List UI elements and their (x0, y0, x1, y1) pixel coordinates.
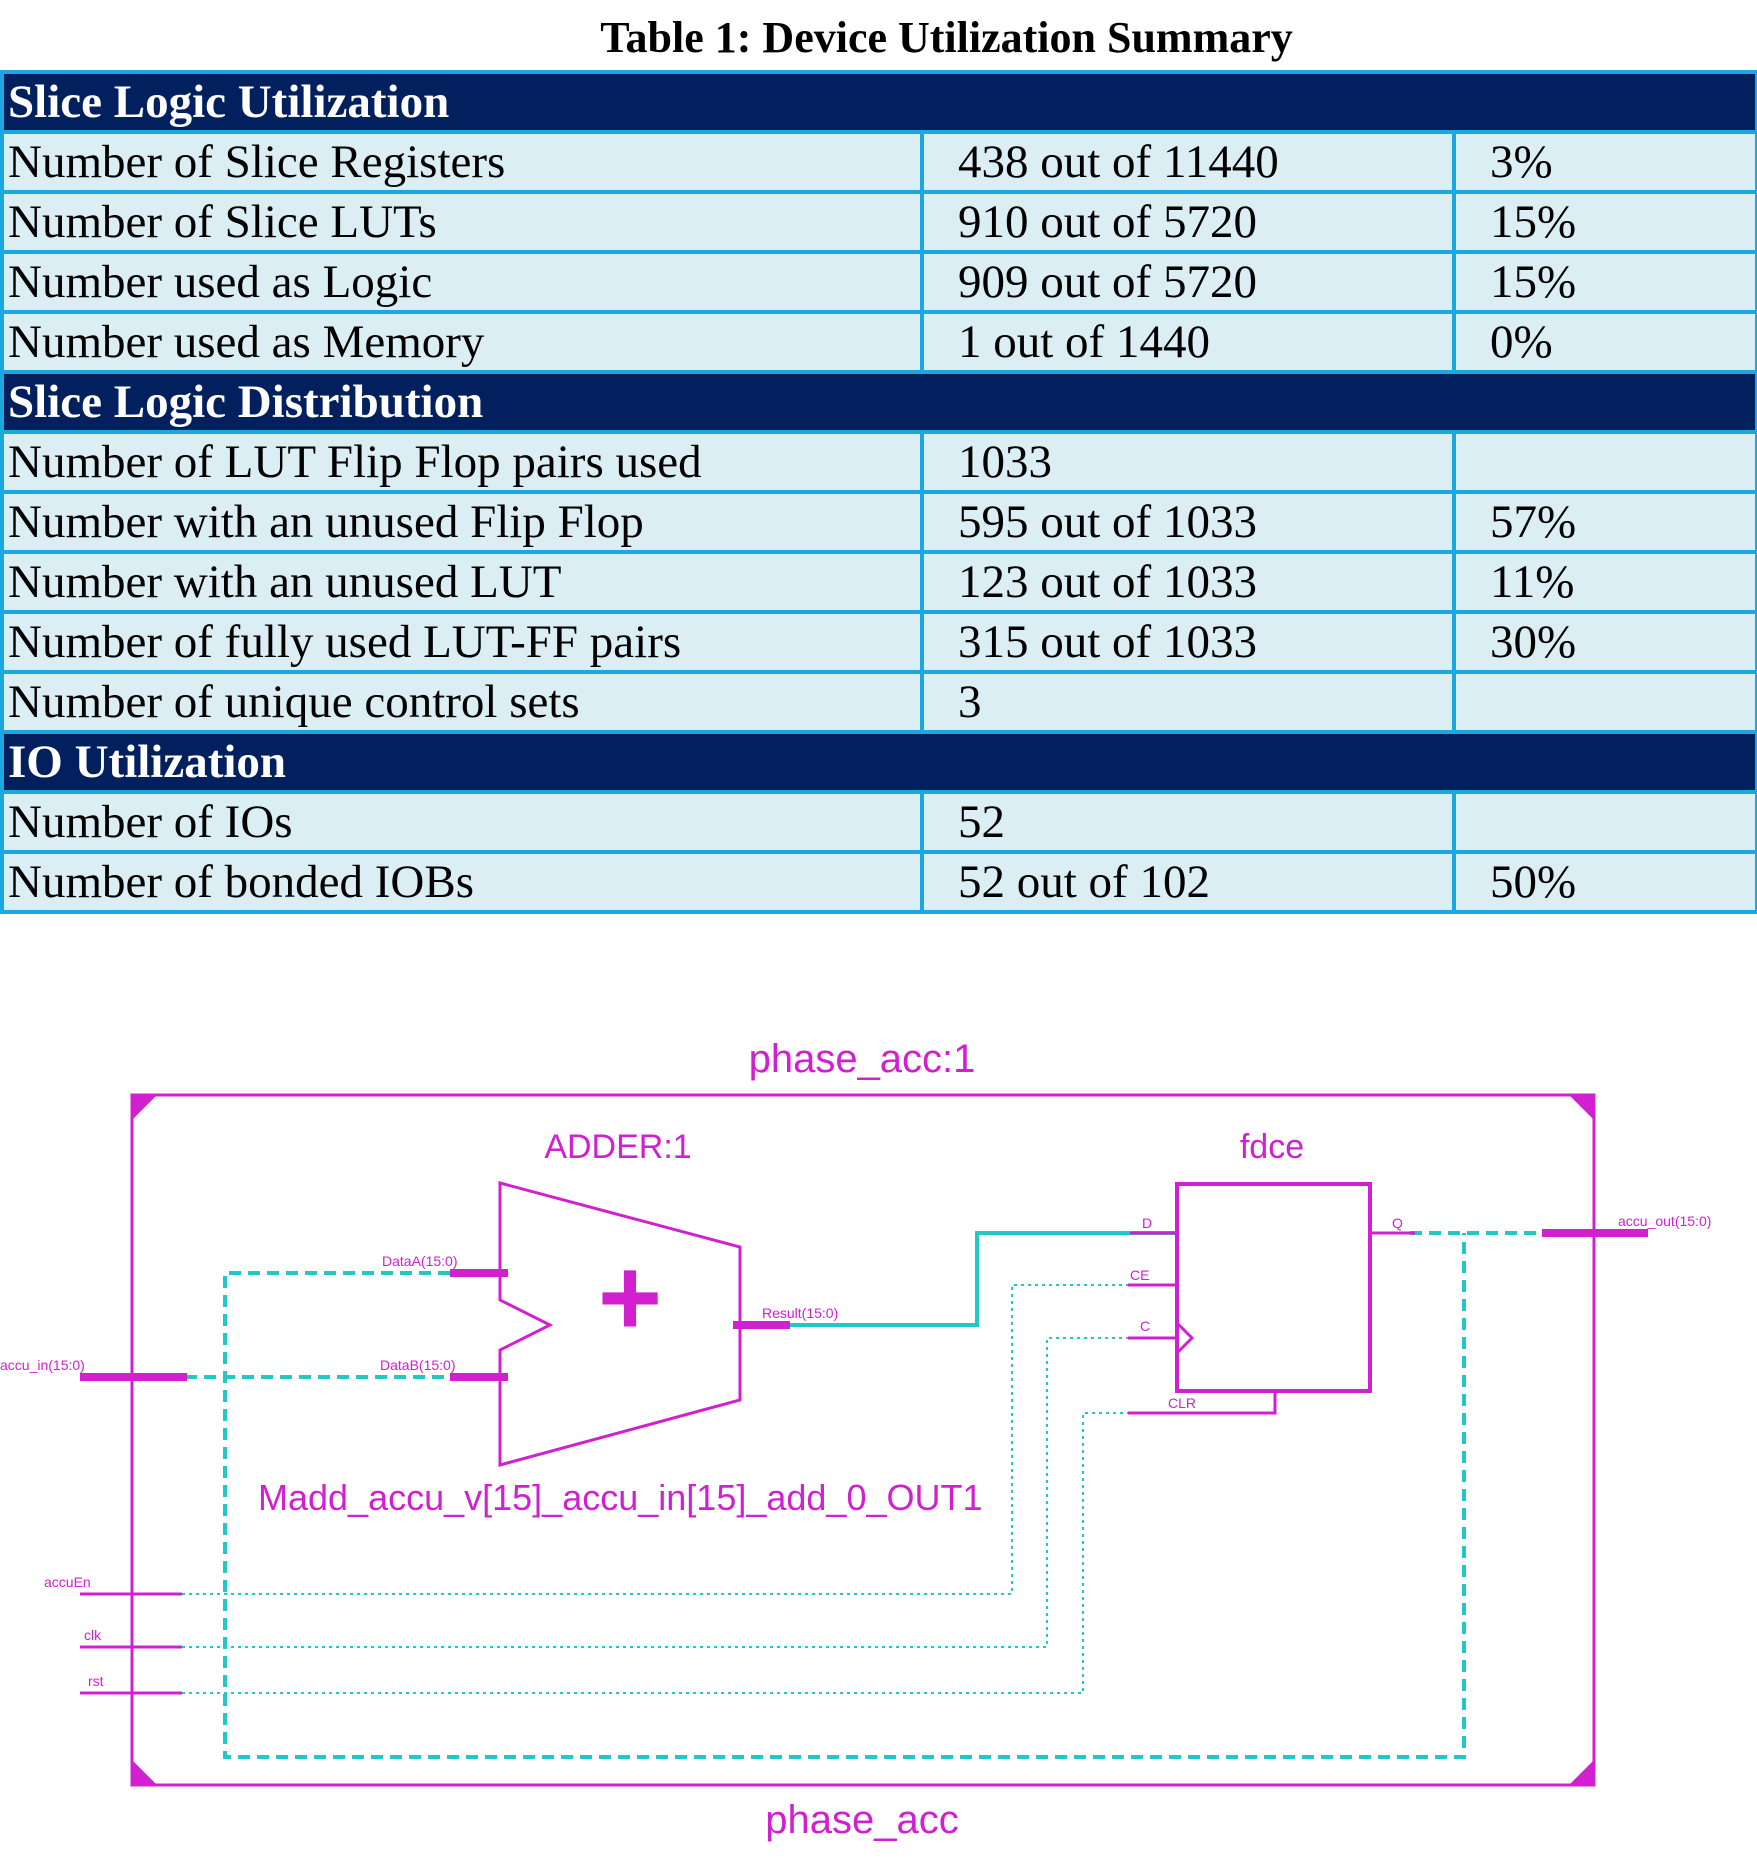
row-percent: 57% (1451, 490, 1757, 554)
ff-clr-label: CLR (1168, 1395, 1196, 1411)
utilization-table: Slice Logic Utilization Number of Slice … (0, 70, 1757, 914)
accu-out-label: accu_out(15:0) (1618, 1213, 1711, 1229)
row-value: 52 (920, 790, 1456, 854)
table-row: Number of IOs 52 (0, 790, 1757, 854)
row-percent: 0% (1451, 310, 1757, 374)
row-value: 123 out of 1033 (920, 550, 1456, 614)
row-label: Number of Slice LUTs (0, 190, 924, 254)
ff-ce-label: CE (1130, 1267, 1149, 1283)
table-row: Number of LUT Flip Flop pairs used 1033 (0, 430, 1757, 494)
row-label: Number of bonded IOBs (0, 850, 924, 914)
table-row: Number with an unused LUT 123 out of 103… (0, 550, 1757, 614)
ff-d-label: D (1142, 1215, 1152, 1231)
ff-c-label: C (1140, 1318, 1150, 1334)
row-value: 438 out of 11440 (920, 130, 1456, 194)
section-title: Slice Logic Distribution (0, 370, 1757, 434)
corner-marker (132, 1760, 157, 1785)
table-row: Number of fully used LUT-FF pairs 315 ou… (0, 610, 1757, 674)
section-title: Slice Logic Utilization (0, 70, 1757, 134)
row-value: 910 out of 5720 (920, 190, 1456, 254)
rst-label: rst (88, 1673, 104, 1689)
adder-port-a-label: DataA(15:0) (382, 1253, 457, 1269)
table-row: Number used as Logic 909 out of 5720 15% (0, 250, 1757, 314)
rst-net (182, 1412, 1128, 1694)
table-row: Number used as Memory 1 out of 1440 0% (0, 310, 1757, 374)
adder-block (498, 1181, 742, 1467)
accuen-label: accuEn (44, 1574, 91, 1590)
row-value: 1 out of 1440 (920, 310, 1456, 374)
table-row: Number of Slice Registers 438 out of 114… (0, 130, 1757, 194)
corner-marker (1569, 1095, 1594, 1120)
row-label: Number of fully used LUT-FF pairs (0, 610, 924, 674)
adder-result-label: Result(15:0) (762, 1305, 838, 1321)
corner-marker (1569, 1760, 1594, 1785)
row-label: Number with an unused LUT (0, 550, 924, 614)
row-label: Number of unique control sets (0, 670, 924, 734)
row-percent (1451, 670, 1757, 734)
row-value: 3 (920, 670, 1456, 734)
corner-marker (132, 1095, 157, 1120)
row-label: Number of IOs (0, 790, 924, 854)
ff-clock-marker (1175, 1321, 1195, 1355)
section-header-row: Slice Logic Distribution (0, 370, 1757, 434)
row-percent (1451, 790, 1757, 854)
ff-block (1175, 1182, 1372, 1393)
table-row: Number of bonded IOBs 52 out of 102 50% (0, 850, 1757, 914)
row-label: Number of LUT Flip Flop pairs used (0, 430, 924, 494)
row-value: 1033 (920, 430, 1456, 494)
row-percent: 50% (1451, 850, 1757, 914)
row-value: 315 out of 1033 (920, 610, 1456, 674)
phase-acc-schematic: phase_acc:1 phase_acc ADDER:1 + DataA(15… (0, 1037, 1711, 1842)
row-percent (1451, 430, 1757, 494)
section-title: IO Utilization (0, 730, 1757, 794)
table-row: Number of unique control sets 3 (0, 670, 1757, 734)
accuen-net (182, 1284, 1128, 1595)
ff-clr-pin (1128, 1389, 1277, 1415)
table-row: Number with an unused Flip Flop 595 out … (0, 490, 1757, 554)
adder-title: ADDER:1 (544, 1128, 691, 1166)
adder-port-b-label: DataB(15:0) (380, 1357, 455, 1373)
row-label: Number used as Memory (0, 310, 924, 374)
row-value: 909 out of 5720 (920, 250, 1456, 314)
section-header-row: IO Utilization (0, 730, 1757, 794)
row-label: Number used as Logic (0, 250, 924, 314)
module-name-label: phase_acc (765, 1798, 958, 1842)
clk-label: clk (84, 1627, 102, 1643)
row-percent: 15% (1451, 250, 1757, 314)
adder-instance-label: Madd_accu_v[15]_accu_in[15]_add_0_OUT1 (258, 1477, 983, 1518)
table-row: Number of Slice LUTs 910 out of 5720 15% (0, 190, 1757, 254)
row-percent: 3% (1451, 130, 1757, 194)
row-label: Number of Slice Registers (0, 130, 924, 194)
section-header-row: Slice Logic Utilization (0, 70, 1757, 134)
ff-title: fdce (1240, 1128, 1304, 1166)
row-value: 595 out of 1033 (920, 490, 1456, 554)
row-percent: 11% (1451, 550, 1757, 614)
row-percent: 15% (1451, 190, 1757, 254)
feedback-net (223, 1233, 1466, 1759)
module-box (130, 1093, 1596, 1787)
result-net (785, 1231, 1177, 1327)
module-instance-label: phase_acc:1 (749, 1037, 976, 1081)
ff-q-label: Q (1392, 1215, 1403, 1231)
row-value: 52 out of 102 (920, 850, 1456, 914)
row-label: Number with an unused Flip Flop (0, 490, 924, 554)
table-caption: Table 1: Device Utilization Summary (600, 13, 1293, 62)
adder-plus-symbol: + (598, 1236, 662, 1359)
row-percent: 30% (1451, 610, 1757, 674)
accu-in-label: accu_in(15:0) (0, 1357, 85, 1373)
